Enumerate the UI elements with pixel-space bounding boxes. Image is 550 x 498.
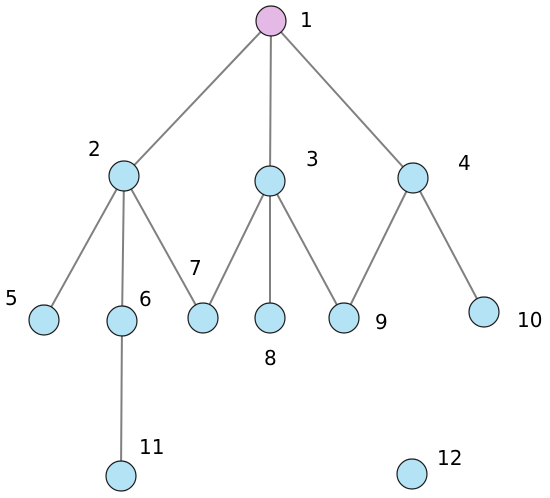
node-1 bbox=[255, 5, 287, 37]
node-3 bbox=[254, 165, 286, 197]
edge-3-9 bbox=[269, 180, 345, 319]
edge-2-5 bbox=[43, 175, 125, 321]
node-label-9: 9 bbox=[375, 310, 388, 334]
node-label-11: 11 bbox=[139, 435, 164, 459]
node-7 bbox=[187, 302, 219, 334]
node-label-8: 8 bbox=[264, 346, 277, 370]
node-label-3: 3 bbox=[306, 147, 319, 171]
edge-4-9 bbox=[343, 177, 414, 319]
node-2 bbox=[108, 160, 140, 192]
node-label-7: 7 bbox=[189, 256, 202, 280]
edge-6-11 bbox=[120, 320, 123, 477]
node-12 bbox=[396, 458, 428, 490]
edge-1-2 bbox=[123, 20, 272, 177]
edge-2-6 bbox=[121, 175, 125, 322]
node-8 bbox=[254, 302, 286, 334]
node-label-5: 5 bbox=[5, 286, 18, 310]
edges-layer bbox=[43, 20, 485, 477]
edge-1-3 bbox=[269, 20, 272, 182]
node-6 bbox=[106, 305, 138, 337]
node-5 bbox=[28, 304, 60, 336]
node-10 bbox=[468, 296, 500, 328]
node-11 bbox=[105, 460, 137, 492]
node-label-10: 10 bbox=[517, 308, 542, 332]
edge-3-7 bbox=[202, 180, 271, 319]
nodes-layer bbox=[28, 5, 500, 492]
node-label-6: 6 bbox=[139, 287, 152, 311]
node-4 bbox=[397, 162, 429, 194]
node-label-4: 4 bbox=[458, 151, 471, 175]
node-label-1: 1 bbox=[300, 8, 313, 32]
edge-4-10 bbox=[412, 177, 485, 313]
node-label-12: 12 bbox=[437, 446, 462, 470]
edge-2-7 bbox=[123, 175, 204, 319]
node-9 bbox=[328, 302, 360, 334]
node-label-2: 2 bbox=[88, 137, 101, 161]
edge-1-4 bbox=[270, 20, 414, 179]
